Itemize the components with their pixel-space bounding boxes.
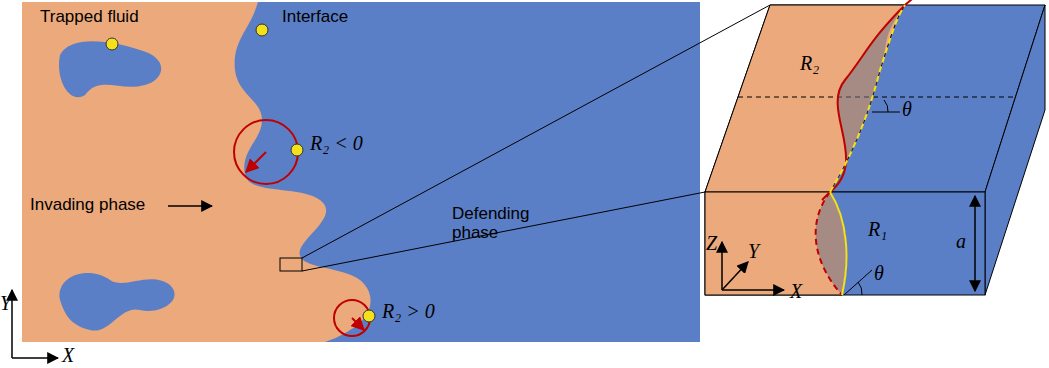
meniscus-lens: [816, 192, 847, 295]
defending-region: [22, 2, 700, 342]
angle-label: θ: [902, 98, 912, 120]
axis-label: Z: [706, 232, 717, 254]
radius-arrow: [352, 318, 364, 330]
axis-label: X: [62, 344, 74, 366]
dimension-label: a: [956, 230, 966, 252]
angle-label: θ: [874, 262, 884, 284]
dimension-arrow: [974, 196, 976, 291]
zoom-line: [302, 192, 705, 271]
axis: [722, 262, 748, 290]
callout-label: Interface: [282, 8, 348, 27]
callout-label: Trapped fluid: [40, 8, 139, 27]
invading-front: [705, 192, 846, 295]
interface-dashed: [830, 5, 905, 192]
side-face: [985, 5, 1045, 295]
trapped-blob: [60, 273, 175, 331]
region-label: Invading phase: [30, 196, 145, 215]
axis-label: Y: [0, 292, 11, 314]
axis: [11, 290, 13, 358]
callout-label: R₂ > 0: [382, 300, 435, 322]
axis: [721, 242, 723, 290]
radius-label: R₂: [800, 52, 819, 74]
axis-label: Y: [748, 240, 759, 262]
axis: [722, 289, 784, 291]
flow-arrow: [168, 205, 212, 207]
invading-top: [705, 5, 905, 192]
region-label: Defending phase: [452, 205, 542, 242]
angle-line: [844, 270, 872, 295]
zoom-line: [302, 5, 770, 258]
angle-arc: [858, 282, 862, 295]
callout-label: R₂ < 0: [310, 132, 363, 154]
meniscus-lens: [830, 5, 905, 192]
marker-dots: [106, 24, 375, 322]
angle-line: [872, 112, 900, 113]
midplane-line: [738, 97, 1015, 98]
interface-solid: [830, 192, 846, 295]
radius-arrow: [246, 152, 266, 172]
invading-region: [22, 2, 371, 342]
r2-curve: [822, 0, 918, 200]
axis-label: X: [790, 280, 802, 302]
radius-label: R₁: [868, 218, 887, 240]
zoom-box: [280, 258, 302, 271]
angle-arc: [884, 100, 888, 112]
front-face: [705, 192, 985, 295]
curvature-circle: [234, 120, 298, 184]
axis: [12, 357, 58, 359]
